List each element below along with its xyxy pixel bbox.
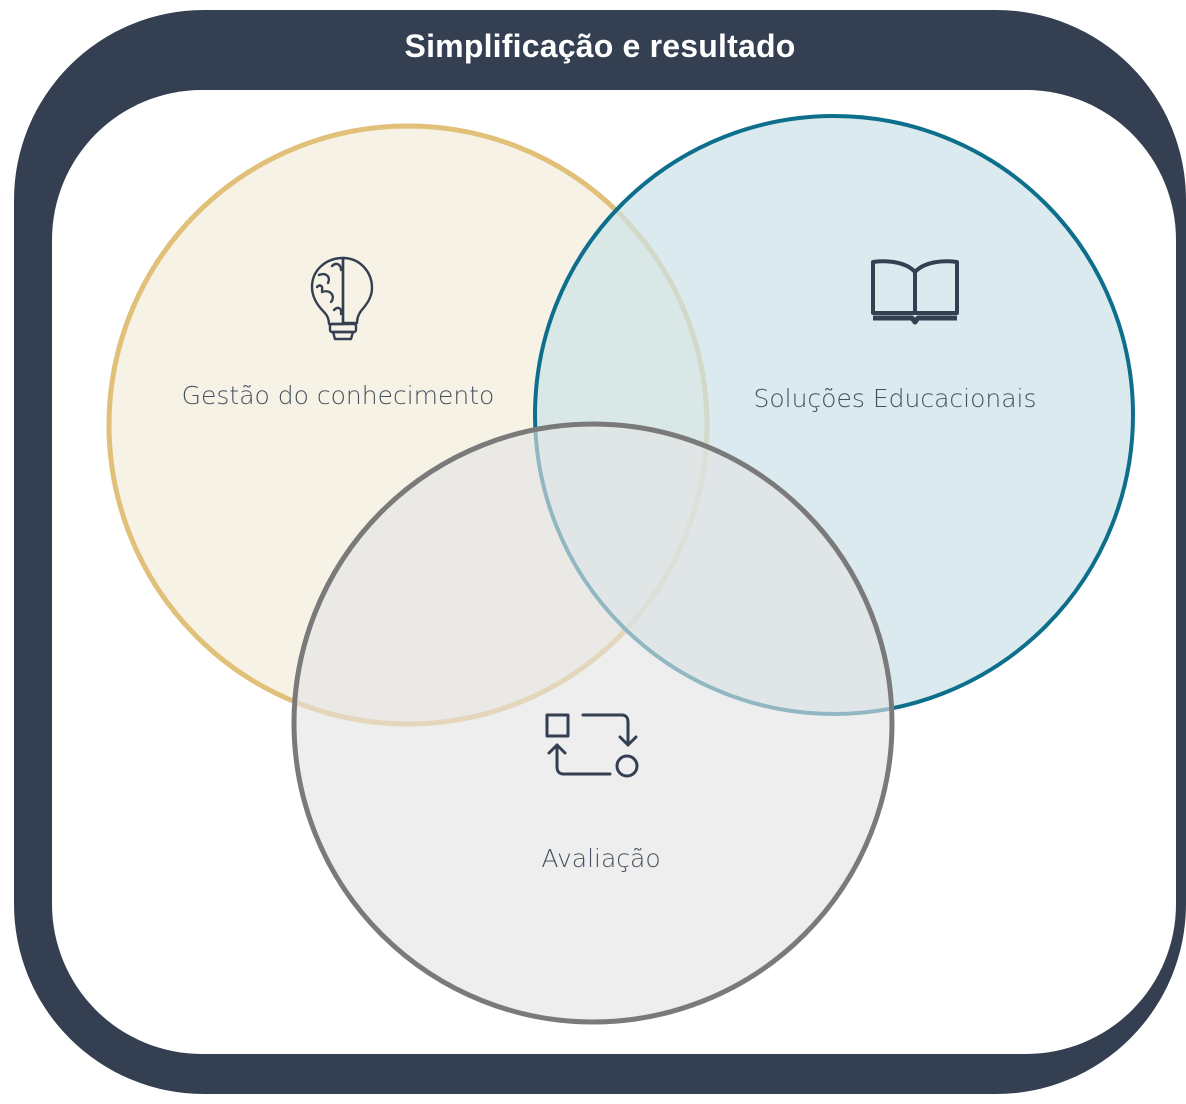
circle-label-knowledge: Gestão do conhecimento: [182, 381, 495, 410]
process-cycle-icon: [545, 713, 639, 778]
brain-lightbulb-icon: [310, 256, 374, 341]
open-book-icon: [871, 259, 959, 325]
circle-evaluation: [291, 421, 895, 1025]
circle-label-education: Soluções Educacionais: [753, 384, 1036, 413]
diagram-title: Simplificação e resultado: [404, 28, 796, 64]
circle-label-evaluation: Avaliação: [541, 844, 660, 873]
